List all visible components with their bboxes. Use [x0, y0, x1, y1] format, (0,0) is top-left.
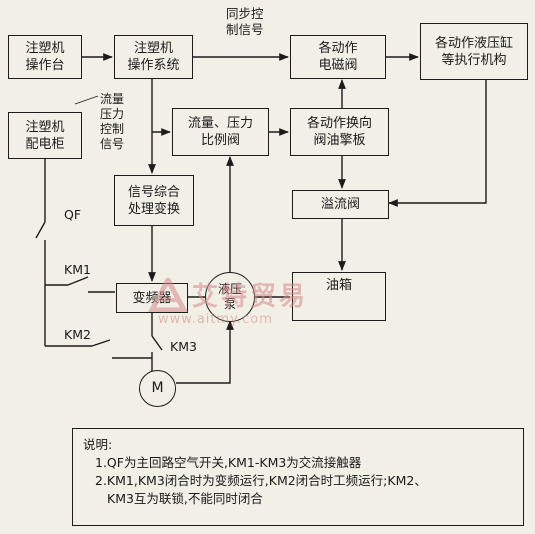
arrow-motor-pump [176, 320, 234, 384]
motor: M [139, 370, 176, 407]
switch-qf [35, 221, 46, 239]
sync-signal-label: 同步控 制信号 [226, 6, 264, 37]
reversing-valve-box: 各动作换向 阀油擎板 [290, 108, 389, 156]
control-system-box: 注塑机 操作系统 [114, 35, 193, 79]
console-box: 注塑机 操作台 [8, 35, 82, 79]
km3-label: KM3 [170, 339, 197, 354]
switch-km1 [67, 276, 89, 286]
qf-label: QF [64, 207, 82, 222]
power-cabinet-box: 注塑机 配电柜 [8, 112, 82, 159]
km2-label: KM2 [64, 327, 91, 342]
solenoid-valve-box: 各动作 电磁阀 [290, 35, 386, 79]
explanation-note: 说明: 1.QF为主回路空气开关,KM1-KM3为交流接触器 2.KM1,KM3… [72, 428, 524, 526]
relief-valve-box: 溢流阀 [292, 190, 389, 219]
hydraulic-pump: 液压 泵 [205, 272, 255, 322]
arrow-actuator-relief [388, 80, 487, 207]
proportional-valve-box: 流量、压力 比例阀 [172, 108, 269, 156]
note-line-3: KM3互为联锁,不能同时闭合 [107, 491, 263, 506]
switch-km3 [151, 335, 163, 351]
signal-processing-box: 信号综合 处理变换 [114, 175, 194, 226]
km1-label: KM1 [64, 262, 91, 277]
switch-km2 [91, 339, 111, 347]
note-line-2: 2.KM1,KM3闭合时为变频运行,KM2闭合时工频运行;KM2、 [95, 473, 427, 488]
watermark-logo-icon [148, 278, 188, 312]
watermark-name: 艾特贸易 [192, 282, 309, 312]
watermark: 艾特贸易 www.aitmy.com [148, 276, 328, 336]
watermark-url: www.aitmy.com [158, 312, 273, 327]
oil-tank-box: 油箱 [292, 272, 386, 321]
leader-flow-label [74, 95, 99, 105]
flow-pressure-signal-label: 流量 压力 控制 信号 [100, 92, 125, 151]
note-title: 说明: [83, 437, 113, 452]
note-line-1: 1.QF为主回路空气开关,KM1-KM3为交流接触器 [95, 455, 362, 470]
actuator-box: 各动作液压缸 等执行机构 [420, 23, 528, 80]
